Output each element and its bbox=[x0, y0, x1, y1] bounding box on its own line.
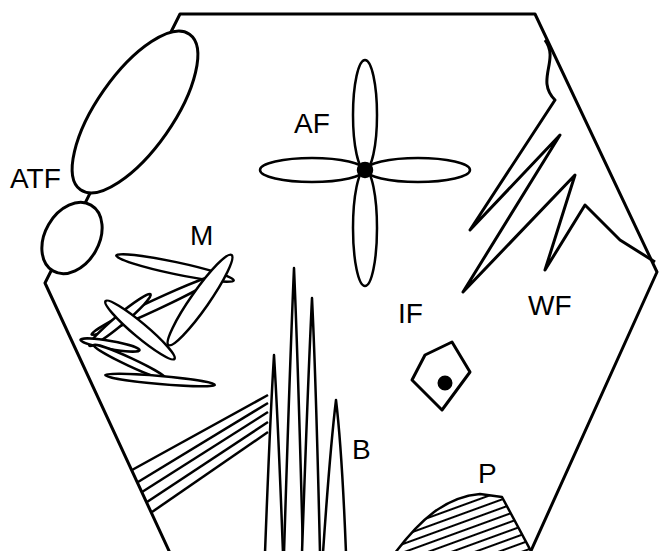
attached-form bbox=[30, 192, 115, 285]
part-label: M bbox=[190, 222, 213, 250]
line-bundle bbox=[132, 395, 268, 512]
part-label: AF bbox=[294, 110, 330, 138]
four-arm-form bbox=[260, 60, 470, 286]
hatched-form bbox=[395, 494, 532, 551]
part-label: IF bbox=[398, 300, 423, 328]
needle-cluster bbox=[80, 250, 239, 389]
part-label: P bbox=[478, 460, 497, 488]
part-label: ATF bbox=[10, 165, 61, 193]
spike-form bbox=[265, 268, 346, 551]
wavy-form bbox=[463, 40, 655, 292]
attached-form bbox=[49, 12, 220, 211]
part-label: B bbox=[352, 436, 371, 464]
part-label: WF bbox=[528, 292, 572, 320]
inner-form bbox=[412, 342, 470, 410]
